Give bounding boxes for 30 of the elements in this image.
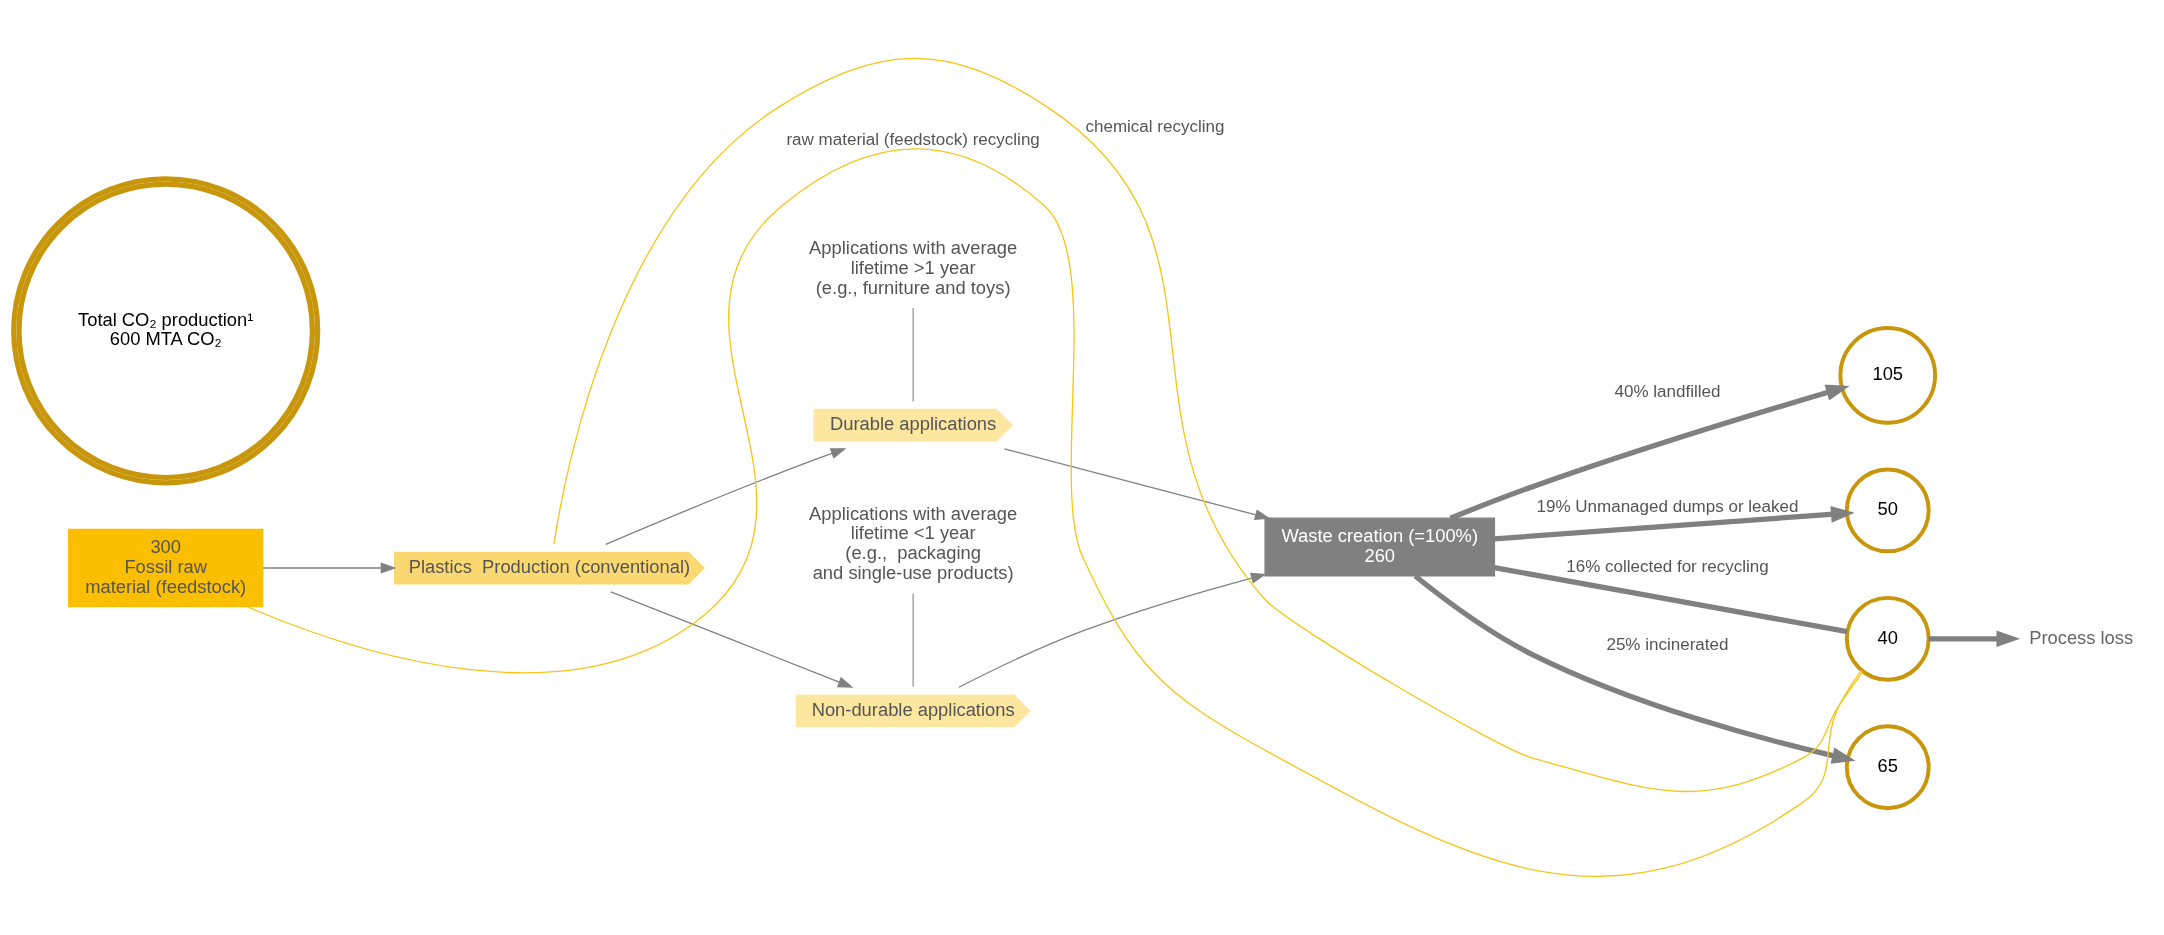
- connector: [912, 307, 914, 403]
- edge-label: chemical recycling: [1085, 117, 1225, 137]
- edge-label: 16% collected for recycling: [1566, 557, 1769, 577]
- connector: [553, 57, 1864, 793]
- node-text: Applications with average lifetime <1 year (e.g., packaging and single-use products): [809, 502, 1018, 583]
- arrow: [1449, 384, 1850, 521]
- arrow: [1413, 573, 1856, 764]
- node-box: 300 Fossil raw material (feedstock): [68, 528, 264, 608]
- edge-label: 19% Unmanaged dumps or leaked: [1536, 497, 1799, 517]
- node-circle: 65: [1844, 724, 1931, 811]
- arrow: [1003, 448, 1271, 521]
- edge-label: 40% landfilled: [1614, 381, 1721, 401]
- node-text: Applications with average lifetime >1 year (e.g., furniture and toys): [809, 237, 1018, 298]
- node-box: Waste creation (=100%) 260: [1264, 517, 1496, 577]
- node-circle: 105: [1838, 326, 1938, 425]
- connector: [1494, 565, 1848, 635]
- arrow: [1494, 506, 1855, 542]
- connector: [246, 148, 1863, 877]
- connector: [912, 592, 914, 688]
- arrow: [262, 562, 397, 574]
- node-text: Process loss: [2029, 626, 2134, 648]
- arrow: [1928, 630, 2021, 648]
- node-circle: 50: [1844, 467, 1931, 554]
- arrow: [610, 591, 854, 688]
- node-circle: 40: [1844, 595, 1931, 682]
- node-circle: Total CO₂ production¹ 600 MTA CO₂: [11, 176, 321, 486]
- arrow: [605, 448, 847, 545]
- arrow: [958, 572, 1267, 688]
- edge-label: raw material (feedstock) recycling: [786, 130, 1040, 150]
- edge-label: 25% incinerated: [1606, 634, 1729, 654]
